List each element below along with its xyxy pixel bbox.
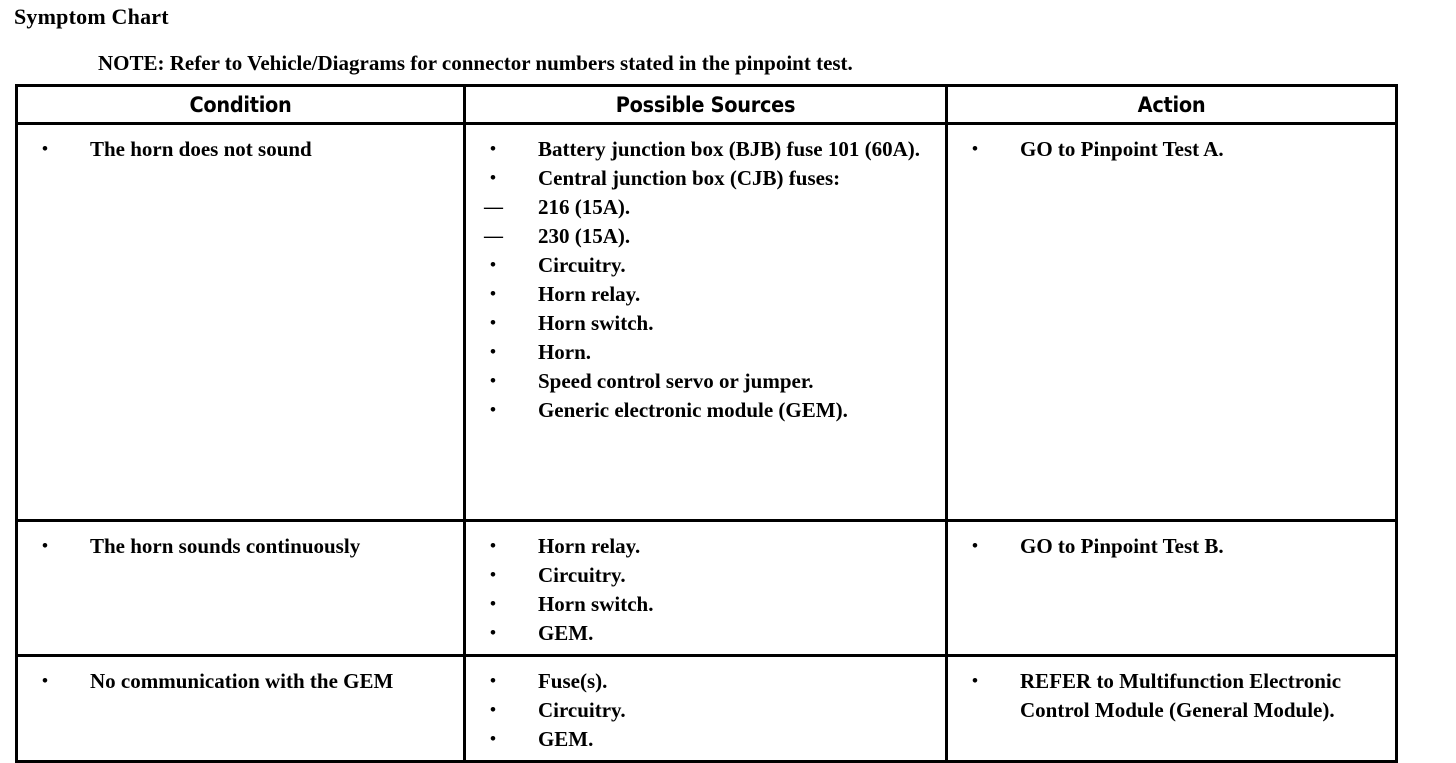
list-item-text: Horn switch. (537, 592, 654, 616)
note-text: Refer to Vehicle/Diagrams for connector … (169, 51, 853, 75)
list-item: No communication with the GEM (28, 666, 455, 696)
symptom-chart-table: Condition Possible Sources Action The ho… (15, 84, 1398, 763)
list-item-text: Central junction box (CJB) fuses: (537, 166, 841, 190)
list-item: GO to Pinpoint Test B. (958, 531, 1387, 561)
list-item: Circuitry. (476, 250, 937, 280)
cell-condition: No communication with the GEM (16, 655, 466, 762)
list-item: GO to Pinpoint Test A. (958, 134, 1387, 164)
list-item: GEM. (476, 618, 937, 648)
list-item-text: Horn relay. (537, 282, 641, 306)
list-item: Horn switch. (476, 308, 937, 338)
list-item: The horn sounds continuously (28, 531, 455, 561)
cell-possible-sources: Fuse(s). Circuitry. GEM. (464, 655, 949, 762)
list-item: The horn does not sound (28, 134, 455, 164)
condition-list: No communication with the GEM (28, 666, 455, 696)
sub-list-item-text: 230 (15A). (537, 224, 631, 248)
list-item: Central junction box (CJB) fuses: (476, 163, 937, 193)
list-item-text: GEM. (537, 727, 594, 751)
possible-sources-list: Fuse(s). Circuitry. GEM. (476, 666, 937, 754)
cell-possible-sources: Horn relay. Circuitry. Horn switch. GEM. (464, 520, 949, 657)
action-list: GO to Pinpoint Test A. (958, 134, 1387, 164)
list-item-text: GO to Pinpoint Test B. (1020, 534, 1224, 558)
table-row: The horn does not sound Battery junction… (16, 123, 1397, 522)
list-item-text: Circuitry. (537, 698, 626, 722)
note-line: NOTE: Refer to Vehicle/Diagrams for conn… (98, 50, 853, 76)
cell-action: GO to Pinpoint Test A. (946, 123, 1397, 522)
list-item-text: Circuitry. (537, 563, 626, 587)
list-item: Circuitry. (476, 560, 937, 590)
sub-list-item: 230 (15A). (476, 222, 937, 251)
list-item: Fuse(s). (476, 666, 937, 696)
table-header-row: Condition Possible Sources Action (16, 85, 1397, 125)
list-item-text: Horn switch. (537, 311, 654, 335)
column-header-action-label: Action (1137, 92, 1206, 117)
sub-list-item: 216 (15A). (476, 193, 937, 222)
list-item: Horn relay. (476, 279, 937, 309)
note-label: NOTE: (98, 51, 165, 75)
list-item-text: Horn. (537, 340, 592, 364)
action-list: REFER to Multifunction Electronic Contro… (958, 666, 1387, 725)
page-title: Symptom Chart (14, 4, 169, 29)
list-item-text: Generic electronic module (GEM). (537, 398, 848, 422)
list-item-text: Fuse(s). (537, 669, 608, 693)
possible-sources-list: Horn relay. Circuitry. Horn switch. GEM. (476, 531, 937, 648)
possible-sources-list: Battery junction box (BJB) fuse 101 (60A… (476, 134, 937, 193)
list-item-text: REFER to Multifunction Electronic Contro… (1020, 669, 1342, 722)
list-item: Speed control servo or jumper. (476, 366, 937, 396)
cell-action: GO to Pinpoint Test B. (946, 520, 1397, 657)
list-item-text: Battery junction box (BJB) fuse 101 (60A… (537, 137, 921, 161)
cell-condition: The horn sounds continuously (16, 520, 466, 657)
table-row: The horn sounds continuously Horn relay.… (16, 520, 1397, 657)
possible-sources-list-continued: Circuitry. Horn relay. Horn switch. Horn… (476, 250, 937, 425)
cell-possible-sources: Battery junction box (BJB) fuse 101 (60A… (464, 123, 949, 522)
list-item: GEM. (476, 724, 937, 754)
sub-list-item-text: 216 (15A). (537, 195, 631, 219)
condition-list: The horn sounds continuously (28, 531, 455, 561)
possible-sources-sublist: 216 (15A). 230 (15A). (476, 193, 937, 251)
condition-list: The horn does not sound (28, 134, 455, 164)
column-header-possible-sources-label: Possible Sources (615, 92, 796, 117)
list-item: Generic electronic module (GEM). (476, 395, 937, 425)
table-row: No communication with the GEM Fuse(s). C… (16, 655, 1397, 762)
list-item-text: The horn does not sound (90, 137, 312, 161)
column-header-condition: Condition (16, 85, 466, 125)
list-item: Battery junction box (BJB) fuse 101 (60A… (476, 134, 937, 164)
list-item: REFER to Multifunction Electronic Contro… (958, 666, 1387, 725)
column-header-possible-sources: Possible Sources (464, 85, 949, 125)
list-item-text: GO to Pinpoint Test A. (1020, 137, 1224, 161)
list-item: Circuitry. (476, 695, 937, 725)
list-item-text: GEM. (537, 621, 594, 645)
list-item: Horn switch. (476, 589, 937, 619)
list-item: Horn. (476, 337, 937, 367)
column-header-condition-label: Condition (189, 92, 292, 117)
list-item-text: Horn relay. (537, 534, 641, 558)
action-list: GO to Pinpoint Test B. (958, 531, 1387, 561)
list-item-text: No communication with the GEM (90, 669, 394, 693)
column-header-action: Action (946, 85, 1397, 125)
cell-action: REFER to Multifunction Electronic Contro… (947, 656, 1397, 762)
cell-condition: The horn does not sound (16, 123, 466, 522)
list-item: Horn relay. (476, 531, 937, 561)
list-item-text: Speed control servo or jumper. (537, 369, 814, 393)
list-item-text: Circuitry. (537, 253, 626, 277)
list-item-text: The horn sounds continuously (90, 534, 361, 558)
